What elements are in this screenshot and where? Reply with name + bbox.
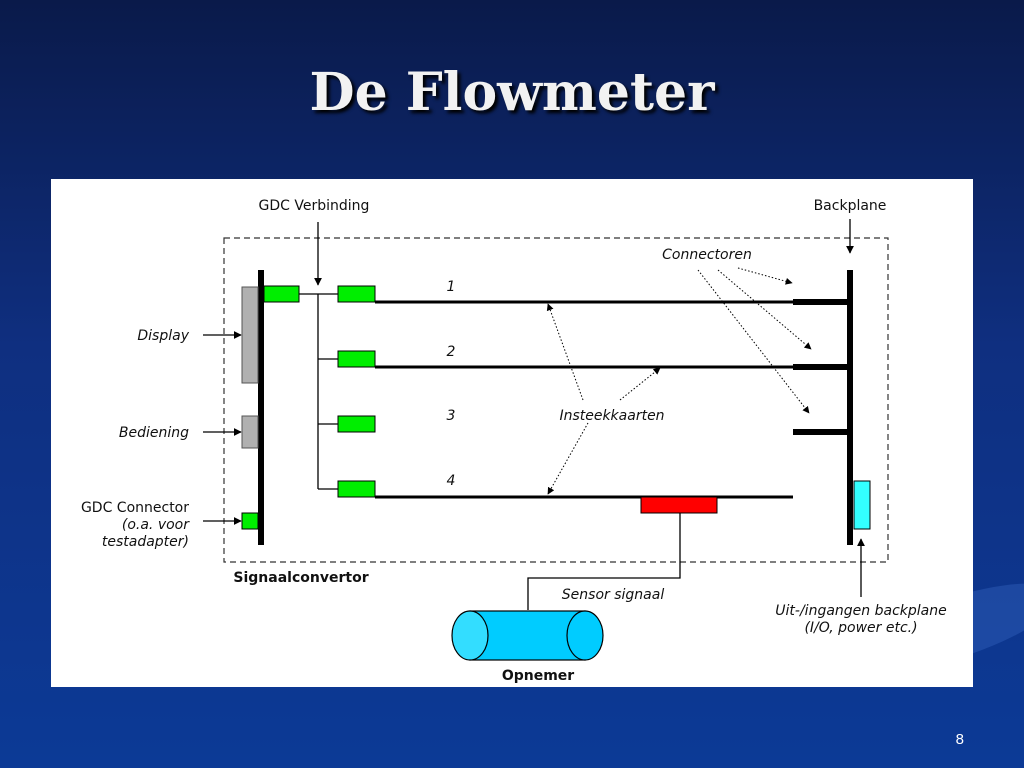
signaalconvertor-label: Signaalconvertor <box>233 570 368 586</box>
flowmeter-diagram: GDC Verbinding Backplane Connectoren Dis… <box>81 198 947 684</box>
card-number-4: 4 <box>447 473 456 489</box>
backplane-label: Backplane <box>814 198 887 214</box>
display-label: Display <box>137 328 189 344</box>
card-number-1: 1 <box>447 279 456 295</box>
card-1-connector <box>337 285 376 303</box>
connectoren-arrow-2 <box>717 269 812 350</box>
sensor-connector <box>640 496 718 514</box>
gdc-connector-label-line-3: testadapter) <box>102 534 189 550</box>
diagram-panel: GDC Verbinding Backplane Connectoren Dis… <box>51 179 973 687</box>
insteekkaarten-arrow-1 <box>546 303 584 401</box>
page-number: 8 <box>955 731 964 748</box>
uit-ingangen-label-line-2: (I/O, power etc.) <box>804 620 917 636</box>
io-connector <box>853 480 871 530</box>
connectoren-label: Connectoren <box>662 247 752 263</box>
connectoren-arrow-1 <box>737 267 793 285</box>
card-4-connector <box>337 480 376 498</box>
insteekkaarten-arrow-3 <box>547 422 589 495</box>
card-number-2: 2 <box>447 344 456 360</box>
gdc-connector-block <box>241 512 259 530</box>
uit-ingangen-label-line-1: Uit-/ingangen backplane <box>775 603 946 619</box>
opnemer-label: Opnemer <box>502 668 574 684</box>
insteekkaarten-arrow-2 <box>619 367 661 401</box>
bediening-block <box>241 415 259 449</box>
gdc-connector-label-line-2: (o.a. voor <box>122 517 190 533</box>
gdc-connector-label-line-1: GDC Connector <box>81 500 189 516</box>
enclosure-border <box>223 237 889 563</box>
gdc-verbinding-label: GDC Verbinding <box>259 198 370 214</box>
sensor-signaal-label: Sensor signaal <box>562 587 665 603</box>
card-2-connector <box>337 350 376 368</box>
card-3-connector <box>337 415 376 433</box>
display-block <box>241 286 259 384</box>
gdc-output-connector <box>263 285 300 303</box>
opnemer-cylinder-end <box>566 610 604 661</box>
opnemer-cylinder-face <box>451 610 489 661</box>
card-number-3: 3 <box>447 408 456 424</box>
slide-title: De Flowmeter <box>309 62 715 123</box>
bediening-label: Bediening <box>119 425 189 441</box>
connectoren-arrow-3 <box>697 269 810 414</box>
insteekkaarten-label: Insteekkaarten <box>559 408 664 424</box>
sensor-signal-wire <box>527 513 681 610</box>
